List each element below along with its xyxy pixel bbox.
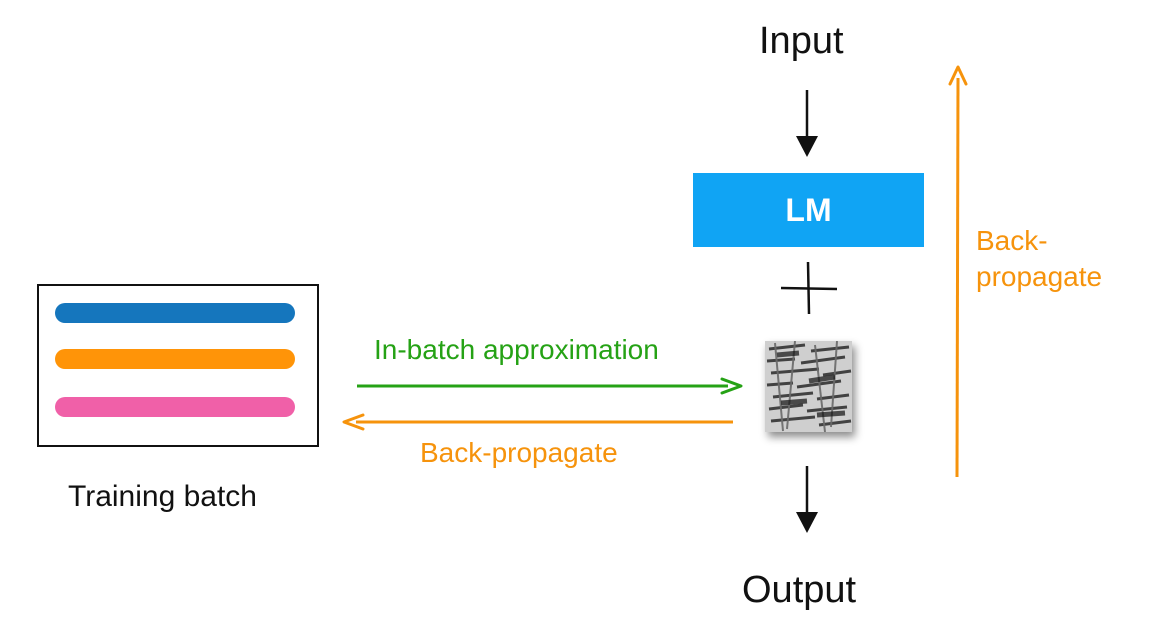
batch-row-orange — [55, 349, 295, 369]
back-propagate-bottom-label: Back-propagate — [420, 437, 618, 468]
documents-collage-icon — [765, 341, 852, 432]
batch-row-pink — [55, 397, 295, 417]
back-propagate-up-arrow — [948, 65, 968, 478]
output-down-arrow — [796, 466, 818, 533]
output-label: Output — [742, 569, 857, 611]
in-batch-approximation-label: In-batch approximation — [374, 334, 659, 365]
lm-label: LM — [785, 191, 832, 228]
back-propagate-left-arrow — [342, 413, 733, 431]
input-down-arrow — [796, 90, 818, 157]
back-propagate-right-label-line1: Back- — [976, 225, 1048, 256]
back-propagate-right-label-line2: propagate — [976, 261, 1103, 292]
training-batch-label: Training batch — [68, 480, 257, 513]
batch-row-blue — [55, 303, 295, 323]
input-label: Input — [759, 20, 844, 62]
lm-box: LM — [693, 173, 924, 247]
plus-icon — [780, 261, 838, 315]
training-batch-box — [37, 284, 319, 447]
in-batch-approximation-arrow — [357, 377, 743, 395]
